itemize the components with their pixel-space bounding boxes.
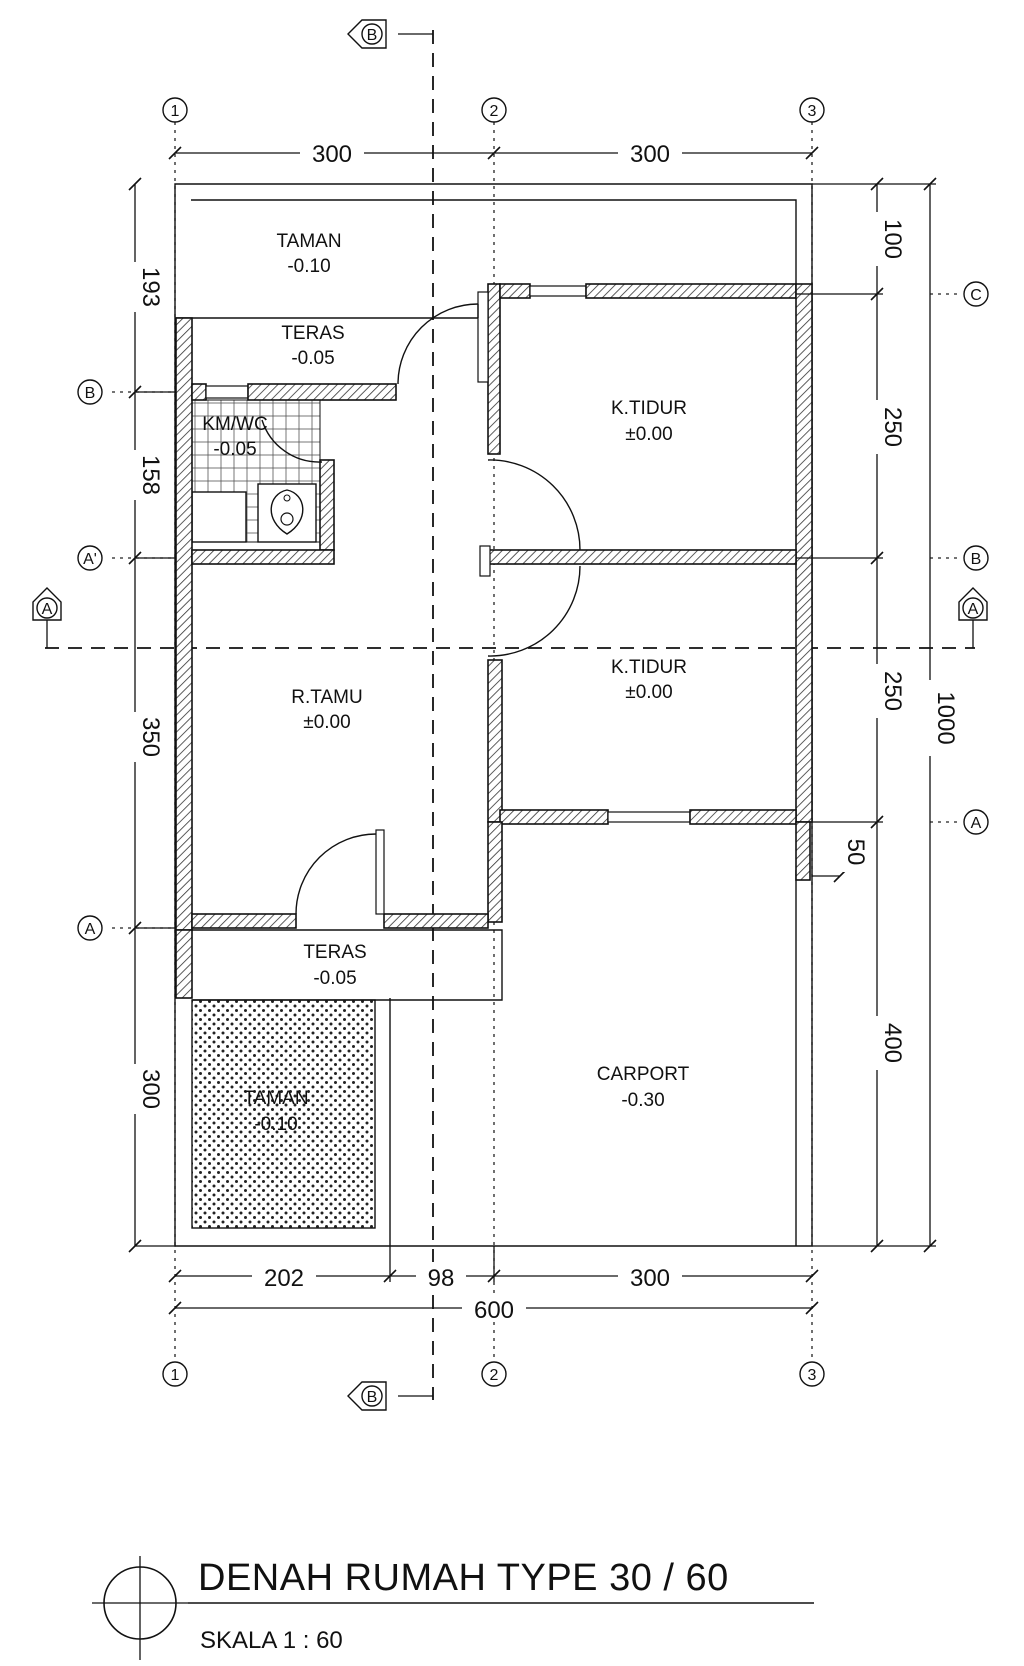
section-a-right: A [968, 601, 979, 618]
room-teras-top-name: TERAS [281, 323, 344, 344]
room-ktidur1-name: K.TIDUR [611, 398, 687, 419]
grid-col-2-bottom: 2 [490, 1367, 499, 1384]
grid-row-b-left: B [85, 385, 96, 402]
grid-col-2-top: 2 [490, 103, 499, 120]
toilet-fixture [257, 483, 317, 543]
doors [261, 303, 581, 915]
title-block: DENAH RUMAH TYPE 30 / 60 SKALA 1 : 60 [92, 1556, 814, 1660]
dim-right-2: 250 [879, 407, 906, 447]
dim-right-1: 100 [879, 219, 906, 259]
walls [175, 283, 813, 1001]
section-a-left: A [42, 601, 53, 618]
room-kmwc-name: KM/WC [202, 414, 267, 435]
dim-bottom-3: 300 [630, 1265, 670, 1292]
room-taman-front-level: -0.10 [254, 1114, 297, 1135]
grid-row-a-right: A [971, 815, 982, 832]
room-ktidur1-level: ±0.00 [625, 424, 672, 445]
dim-right-3: 250 [879, 671, 906, 711]
dim-top-left: 300 [312, 141, 352, 168]
dim-top-right: 300 [630, 141, 670, 168]
dim-left-2: 158 [137, 455, 164, 495]
grid-row-a-left: A [85, 921, 96, 938]
dim-left-1: 193 [137, 267, 164, 307]
room-ktidur2-level: ±0.00 [625, 682, 672, 703]
dimensions-bottom: 202 98 300 600 [168, 1246, 819, 1324]
room-teras-top-level: -0.05 [291, 348, 334, 369]
section-b-bottom: B [367, 1389, 378, 1406]
dim-bottom-2: 98 [428, 1265, 455, 1292]
grid-col-1-top: 1 [171, 103, 180, 120]
room-carport-level: -0.30 [621, 1090, 664, 1111]
dimensions-left: 193 158 350 300 [121, 177, 176, 1253]
section-b-top: B [367, 27, 378, 44]
drawing-scale: SKALA 1 : 60 [200, 1627, 343, 1654]
room-taman-front-name: TAMAN [243, 1088, 308, 1109]
grid-row-a-prime-left: A' [83, 551, 97, 568]
room-taman-top-name: TAMAN [276, 231, 341, 252]
room-taman-top-level: -0.10 [287, 256, 330, 277]
grid-row-b-right: B [971, 551, 982, 568]
dimensions-top: 300 300 [168, 138, 819, 168]
grid-bubbles: 1 2 3 1 2 3 B A' A C B A [77, 97, 989, 1387]
room-rtamu-level: ±0.00 [303, 712, 350, 733]
dim-bottom-1: 202 [264, 1265, 304, 1292]
drawing-title: DENAH RUMAH TYPE 30 / 60 [198, 1557, 729, 1599]
grid-col-3-bottom: 3 [808, 1367, 817, 1384]
room-kmwc-level: -0.05 [213, 439, 256, 460]
front-garden-area [191, 999, 376, 1229]
bathroom-bak [191, 491, 247, 543]
dim-right-5: 400 [879, 1023, 906, 1063]
room-rtamu-name: R.TAMU [291, 687, 362, 708]
grid-col-3-top: 3 [808, 103, 817, 120]
section-lines [45, 30, 975, 1400]
dim-left-3: 350 [137, 717, 164, 757]
dimensions-right: 100 250 250 50 400 1000 [796, 177, 959, 1253]
dim-left-4: 300 [137, 1069, 164, 1109]
dim-right-total: 1000 [932, 691, 959, 744]
grid-col-1-bottom: 1 [171, 1367, 180, 1384]
dim-right-4: 50 [842, 839, 869, 866]
section-markers: B B A A [32, 19, 988, 1411]
room-carport-name: CARPORT [597, 1064, 690, 1085]
grid-row-c-right: C [970, 287, 982, 304]
room-ktidur2-name: K.TIDUR [611, 657, 687, 678]
room-labels: TAMAN -0.10 TERAS -0.05 KM/WC -0.05 K.TI… [202, 231, 689, 1135]
dim-bottom-total: 600 [474, 1297, 514, 1324]
room-teras-front-level: -0.05 [313, 968, 356, 989]
room-teras-front-name: TERAS [303, 942, 366, 963]
